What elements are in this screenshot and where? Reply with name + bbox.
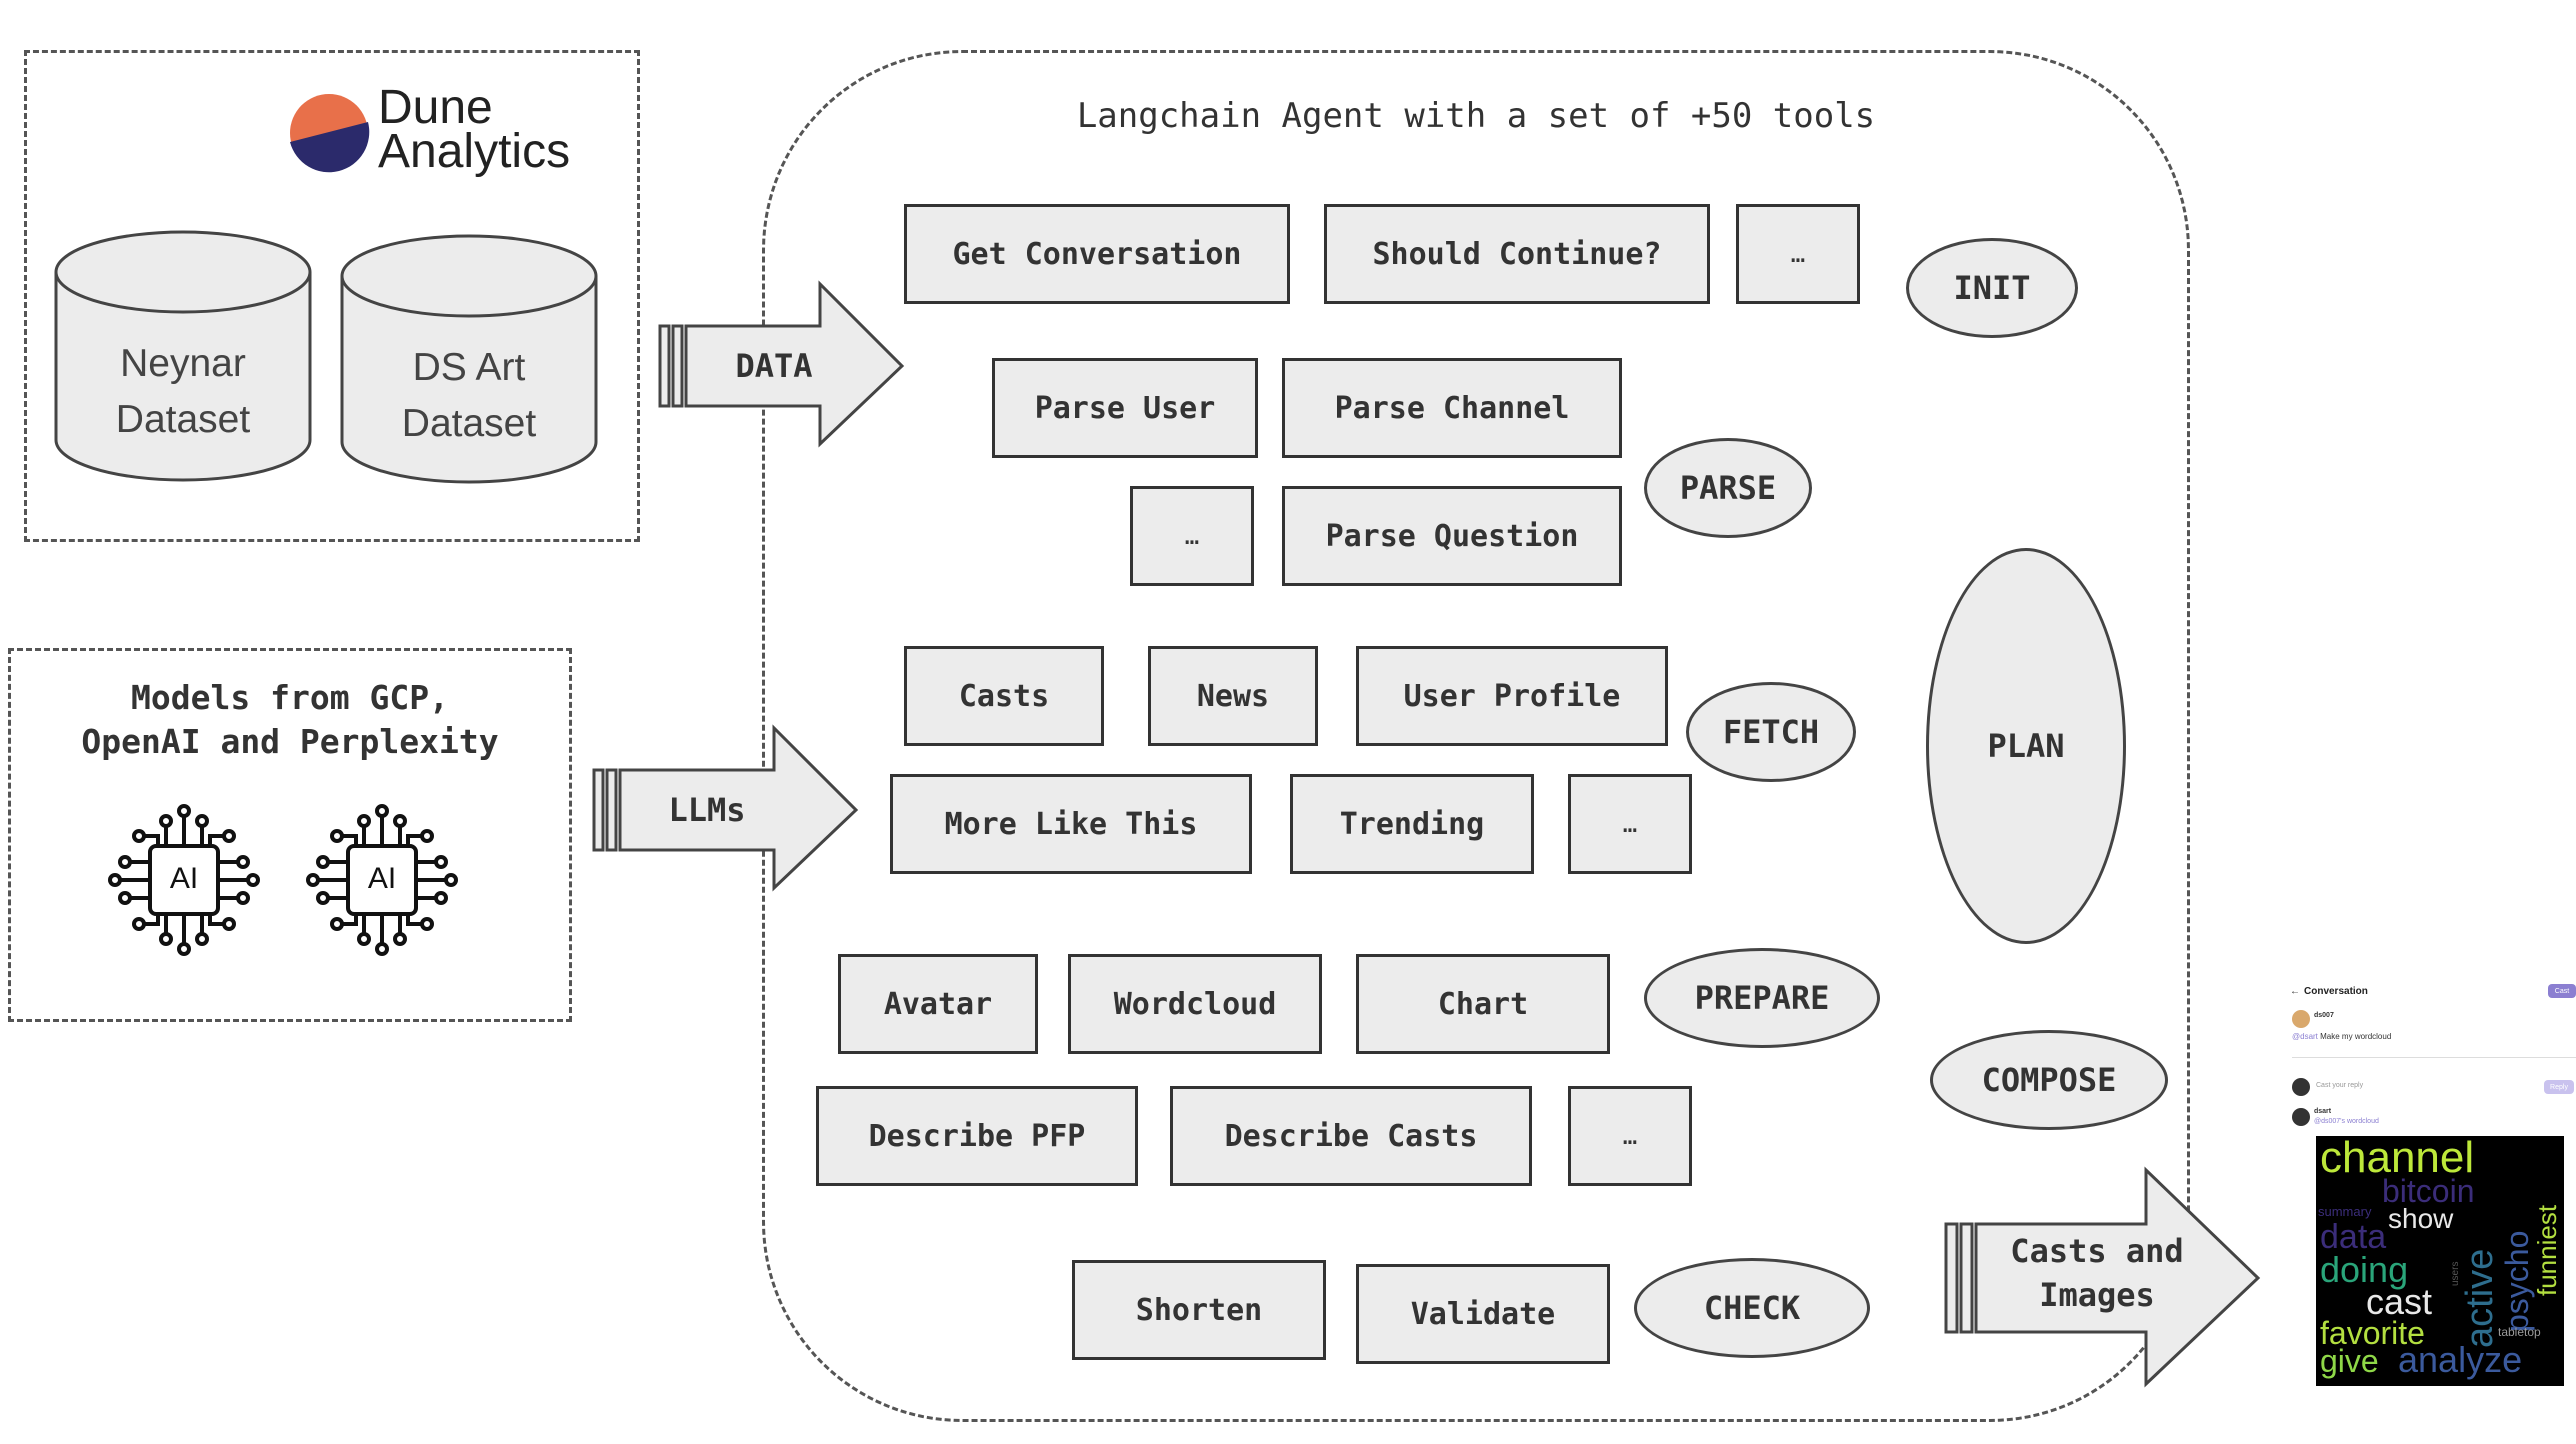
avatar [2292, 1108, 2310, 1126]
cast-text: Make my wordcloud [2320, 1032, 2392, 1041]
models-panel [8, 648, 572, 1022]
tool-describe-casts: Describe Casts [1170, 1086, 1532, 1186]
dune-logo-icon [290, 94, 370, 173]
tool-user-profile: User Profile [1356, 646, 1668, 746]
tool-get-conversation: Get Conversation [904, 204, 1290, 304]
ai-chip-label: AI [367, 862, 397, 895]
cast-button[interactable]: Cast [2548, 984, 2576, 998]
conversation-header: Conversation [2304, 986, 2368, 997]
wordcloud-word: users [2450, 1262, 2461, 1286]
stage-init: INIT [1906, 238, 2078, 338]
models-title-line1: Models from GCP, [131, 678, 449, 717]
dataset-type: Dataset [115, 398, 251, 441]
wordcloud-image: channel bitcoin summary show data doing … [2316, 1136, 2564, 1386]
reply-button[interactable]: Reply [2544, 1080, 2574, 1094]
user1-cast-text: @dsart Make my wordcloud [2292, 1032, 2391, 1041]
dataset-type: Dataset [401, 402, 537, 445]
wordcloud-word: funniest [2532, 1204, 2562, 1296]
tool-news: News [1148, 646, 1318, 746]
ai-chip-label: AI [169, 862, 199, 895]
output-arrow [1944, 1166, 2261, 1388]
wordcloud-word: active [2459, 1249, 2501, 1348]
database-icon-neynar [54, 230, 312, 482]
database-icon-dsart [340, 234, 598, 484]
dune-logo-line1: Dune [378, 81, 493, 134]
dune-datasets-panel [24, 50, 640, 542]
reply-input[interactable]: Cast your reply [2316, 1082, 2364, 1089]
wordcloud-word: give [2320, 1343, 2379, 1379]
user1-name: ds007 [2314, 1012, 2334, 1019]
llms-arrow-label: LLMs [668, 791, 746, 829]
tool-trending: Trending [1290, 774, 1534, 874]
tool-casts: Casts [904, 646, 1104, 746]
data-arrow-label: DATA [735, 347, 813, 385]
tool-describe-pfp: Describe PFP [816, 1086, 1138, 1186]
avatar [2292, 1078, 2310, 1096]
tool-ellipsis-fetch: … [1568, 774, 1692, 874]
user2-name: dsart [2314, 1108, 2332, 1115]
back-arrow-icon: ← [2290, 986, 2300, 997]
tool-parse-user: Parse User [992, 358, 1258, 458]
dataset-name: Neynar [120, 342, 246, 385]
tool-wordcloud: Wordcloud [1068, 954, 1322, 1054]
tool-parse-question: Parse Question [1282, 486, 1622, 586]
wordcloud-word: show [2388, 1203, 2454, 1234]
tool-ellipsis-parse: … [1130, 486, 1254, 586]
tool-validate: Validate [1356, 1264, 1610, 1364]
tool-ellipsis-prepare: … [1568, 1086, 1692, 1186]
mention: @dsart [2292, 1032, 2318, 1041]
output-arrow-label: Casts and Images [1978, 1228, 2216, 1318]
stage-prepare: PREPARE [1644, 948, 1880, 1048]
stage-fetch: FETCH [1686, 682, 1856, 782]
dune-logo-text: Dune Analytics [378, 81, 571, 178]
models-title-line2: OpenAI and Perplexity [81, 722, 499, 761]
wordcloud-word: favorite [2320, 1315, 2425, 1351]
output-arrow-label-line1: Casts and [2010, 1232, 2184, 1270]
tool-ellipsis-init: … [1736, 204, 1860, 304]
data-arrow [658, 280, 905, 448]
agent-container [762, 50, 2190, 1422]
cast-actions [2292, 1052, 2576, 1058]
tool-should-continue: Should Continue? [1324, 204, 1710, 304]
dataset-label-neynar: Neynar Dataset [52, 336, 314, 448]
stage-check: CHECK [1634, 1258, 1870, 1358]
conversation-screenshot: ← Conversation Cast ds007 @dsart Make my… [2284, 976, 2576, 1408]
wordcloud-word: data [2320, 1218, 2386, 1256]
output-arrow-label-line2: Images [2039, 1276, 2155, 1314]
tool-shorten: Shorten [1072, 1260, 1326, 1360]
ai-chip-icon [306, 804, 458, 956]
stage-compose: COMPOSE [1930, 1030, 2168, 1130]
wordcloud-word: analyze [2398, 1339, 2522, 1380]
wordcloud-word: psycho [2499, 1231, 2535, 1332]
dune-logo-line2: Analytics [378, 125, 571, 178]
stage-parse: PARSE [1644, 438, 1812, 538]
dataset-name: DS Art [412, 346, 526, 389]
dataset-label-dsart: DS Art Dataset [338, 340, 600, 452]
tool-chart: Chart [1356, 954, 1610, 1054]
wordcloud-word: summary [2318, 1204, 2372, 1219]
tool-more-like-this: More Like This [890, 774, 1252, 874]
wordcloud-word: bitcoin [2382, 1173, 2475, 1209]
avatar [2292, 1010, 2310, 1028]
wordcloud-word: cast [2366, 1281, 2432, 1322]
wordcloud-word: channel [2320, 1136, 2474, 1182]
stage-plan: PLAN [1926, 548, 2126, 944]
tool-avatar: Avatar [838, 954, 1038, 1054]
tool-parse-channel: Parse Channel [1282, 358, 1622, 458]
models-title: Models from GCP, OpenAI and Perplexity [10, 676, 570, 764]
wordcloud-word: tabletop [2498, 1325, 2541, 1339]
user2-cast-text: @ds007's wordcloud [2314, 1118, 2379, 1125]
llms-arrow [592, 724, 859, 892]
ai-chip-icon [108, 804, 260, 956]
wordcloud-word: doing [2320, 1249, 2408, 1290]
agent-title: Langchain Agent with a set of +50 tools [1076, 96, 1876, 136]
